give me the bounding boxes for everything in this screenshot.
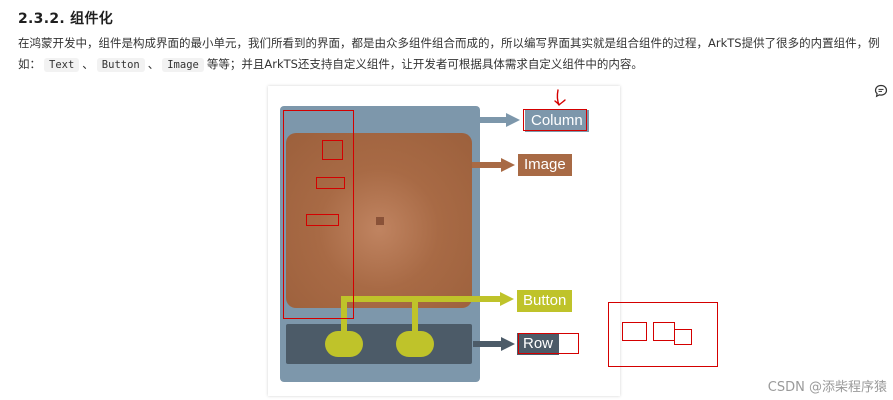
section-heading: 2.3.2. 组件化 [18,8,113,28]
down-arrow-mark-icon [554,89,566,106]
code-image: Image [162,58,204,72]
paragraph-text-1: 在鸿蒙开发中，组件是构成界面的最小单元，我们所看到的界面，都是由众多组件组合而成… [18,36,880,71]
row-label: Row [517,333,560,355]
annotation-box-1 [322,140,343,160]
comment-icon[interactable] [874,84,888,98]
section-number: 2.3.2. [18,11,65,27]
image-label: Image [518,154,572,176]
annotation-sketch-box-3 [674,329,692,345]
code-button: Button [96,58,145,72]
annotation-row-sketch [608,302,718,367]
column-label: Column [525,110,589,132]
paragraph-text-2: 等等；并且ArkTS还支持自定义组件，让开发者可根据具体需求自定义组件中的内容。 [206,57,643,71]
annotation-box-2 [316,177,345,189]
code-text: Text [44,58,80,72]
watermark: CSDN @添柴程序猿 [767,380,887,395]
annotation-row-label-box [518,333,579,354]
annotation-column-outline [283,110,354,319]
button-label: Button [517,290,573,312]
row-container [286,324,472,364]
section-title: 组件化 [70,11,114,27]
button-pill-2 [396,331,434,357]
annotation-column-label-box [523,109,587,131]
separator: 、 [147,57,160,71]
annotation-box-3 [306,214,339,226]
intro-paragraph: 在鸿蒙开发中，组件是构成界面的最小单元，我们所看到的界面，都是由众多组件组合而成… [18,33,880,76]
separator: 、 [82,57,94,71]
button-pill-1 [325,331,363,357]
image-center-mark [376,217,384,225]
annotation-sketch-box-1 [622,322,647,341]
annotation-sketch-box-2 [653,322,675,341]
